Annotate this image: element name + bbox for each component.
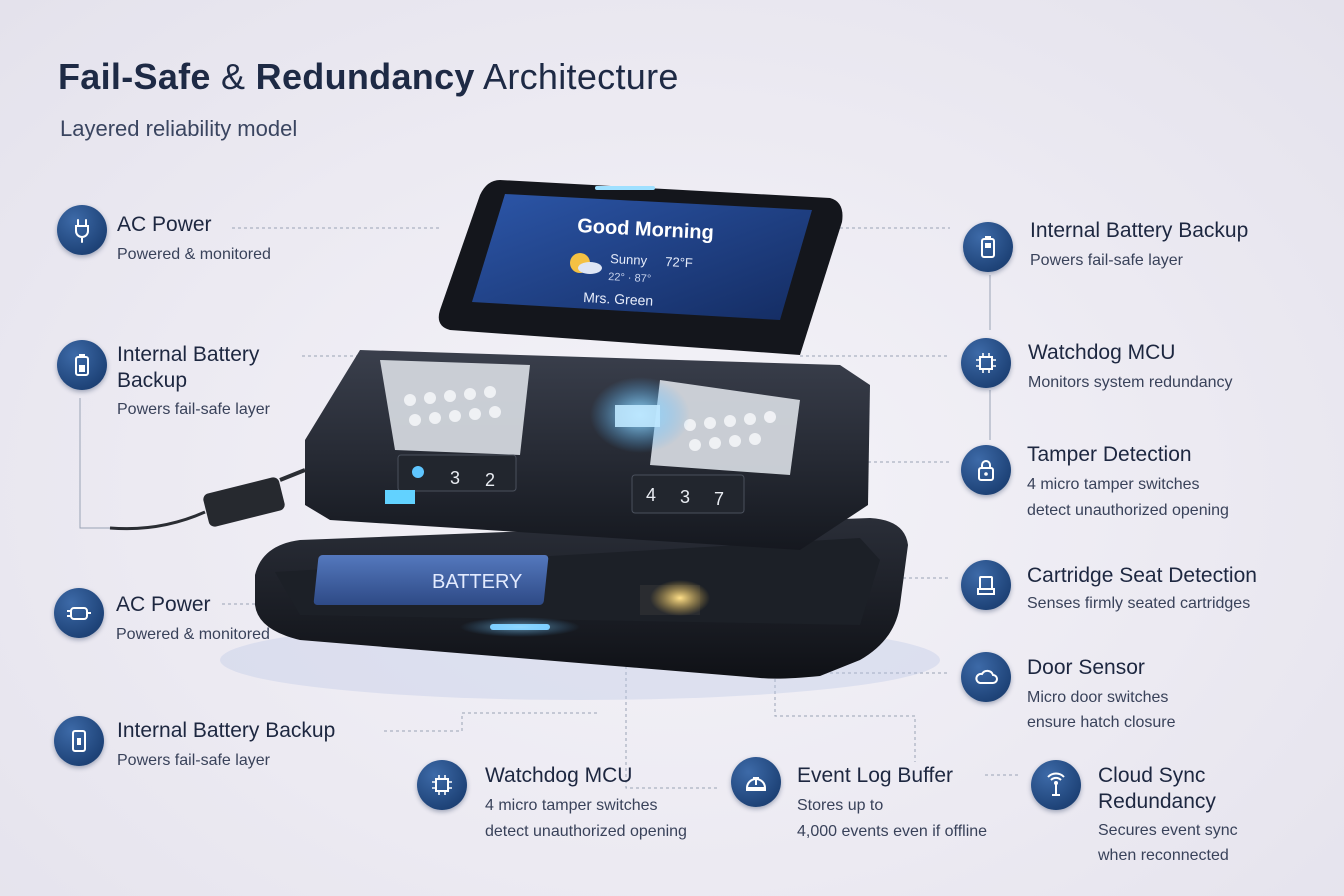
page-subtitle: Layered reliability model [60,116,298,141]
chip-icon [961,338,1011,388]
battery-pack [313,555,549,605]
battery-label: BATTERY [432,571,522,593]
callout-left-2-desc: Powers fail-safe layer [117,401,270,418]
callout-left-3-desc: Powered & monitored [116,626,270,643]
callout-right-3-desc-line2: detect unauthorized opening [1027,502,1229,519]
callout-left-3-title: AC Power [116,593,211,616]
connector-solid [79,275,991,529]
callout-left-4-desc: Powers fail-safe layer [117,752,270,769]
callout-right-1-desc: Powers fail-safe layer [1030,252,1183,269]
battery-icon [57,340,107,390]
callout-right-5-title: Door Sensor [1027,656,1145,679]
callout-right-2-desc: Monitors system redundancy [1028,374,1233,391]
callout-left-4-title: Internal Battery Backup [117,719,336,742]
slot-right-label-3: 7 [714,489,724,509]
battery-icon [963,222,1013,272]
callout-bottom-1-desc-line1: 4 micro tamper switches [485,797,658,814]
callout-right-3-title: Tamper Detection [1027,443,1192,466]
screen-weather: Sunny [610,251,648,268]
page-title: Fail-Safe & Redundancy Architecture [58,56,679,97]
callout-right-4-title: Cartridge Seat Detection [1027,564,1257,587]
callout-bottom-2-desc-line2: 4,000 events even if offline [797,823,988,840]
callout-bottom-3-desc-line1: Secures event sync [1098,822,1238,839]
slot-left-label-1: 3 [450,468,460,488]
log-icon [731,757,781,807]
callout-right-1-title: Internal Battery Backup [1030,219,1249,242]
callout-bottom-1-desc-line2: detect unauthorized opening [485,823,687,840]
callout-right-5-desc-line1: Micro door switches [1027,689,1169,706]
screen-user: Mrs. Green [583,289,654,309]
screen-temp: 72°F [665,254,693,270]
callout-bottom-2-title: Event Log Buffer [797,764,954,787]
device-body: 3 2 4 3 7 [305,350,870,550]
callout-right-3-desc-line1: 4 micro tamper switches [1027,476,1200,493]
slot-left-label-2: 2 [485,470,495,490]
callout-right-2-title: Watchdog MCU [1028,341,1176,364]
slot-right-label-1: 4 [646,485,656,505]
callout-left-1-desc: Powered & monitored [117,246,271,263]
chip-icon [417,760,467,810]
antenna-icon [1031,760,1081,810]
cloud-icon [961,652,1011,702]
callout-bottom-3-desc-line2: when reconnected [1098,847,1229,864]
callout-left-1-title: AC Power [117,213,212,236]
callout-left-2-title-line1: Internal Battery [117,343,260,366]
mcu-chip [650,580,710,616]
callout-bottom-2-desc-line1: Stores up to [797,797,884,814]
phone-battery-icon [54,716,104,766]
callout-bottom-3-title-line1: Cloud Sync [1098,764,1206,787]
callout-right-5-desc-line2: ensure hatch closure [1027,714,1176,731]
screen-range: 22° · 87° [608,271,652,285]
plug-icon [57,205,107,255]
callout-bottom-3-title-line2: Redundancy [1098,790,1216,813]
callout-bottom-1-title: Watchdog MCU [485,764,633,787]
device-base: BATTERY [220,518,940,700]
power-cable [109,468,306,531]
callout-left-2-title-line2: Backup [117,369,188,392]
slot-right-label-2: 3 [680,487,690,507]
callout-right-4-desc: Senses firmly seated cartridges [1027,595,1251,612]
adapter-icon [54,588,104,638]
device-screen: Good Morning Sunny 72°F 22° · 87° Mrs. G… [438,180,843,355]
lock-icon [961,445,1011,495]
cartridge-icon [961,560,1011,610]
